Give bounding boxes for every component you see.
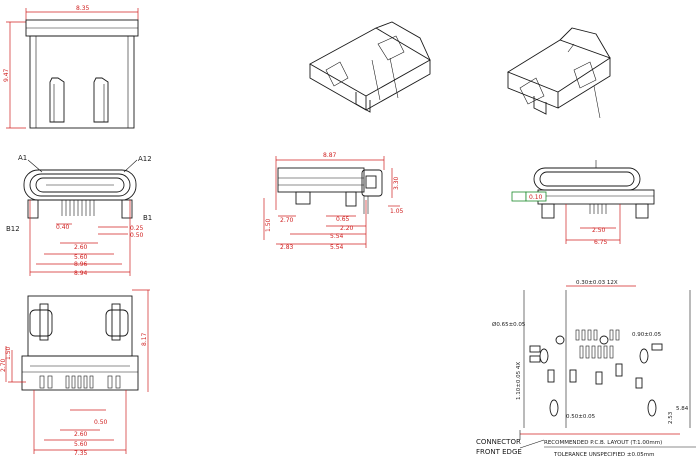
- dim-260: 2.60: [74, 244, 88, 251]
- right-front-view: 0.10 2.50 6.75: [511, 160, 655, 246]
- dim-817: 8.17: [141, 332, 148, 346]
- pcb-layout: 0.30±0.03 12X Ø0.65±0.05 0.90±0.05 1.10±…: [476, 280, 696, 458]
- dim-896: 8.96: [74, 261, 88, 268]
- bottom-left-view: 8.17 1.50 2.70 0.50 2.60 5.60 7.35: [0, 289, 150, 457]
- tol-label: 0.10: [529, 194, 543, 201]
- pcb-253: 2.53: [668, 411, 674, 424]
- dim-894: 8.94: [74, 270, 88, 277]
- dim-560: 5.60: [74, 254, 88, 261]
- dim-040: 0.40: [56, 224, 70, 231]
- top-left-view: 8.35 9.47: [3, 5, 139, 129]
- label-a12: A12: [138, 155, 152, 163]
- dim-065-side: 0.65: [336, 216, 350, 223]
- dim-675-right: 6.75: [594, 239, 608, 246]
- dim-150-left: 1.50: [5, 346, 12, 360]
- isometric-view-2: [507, 27, 612, 119]
- dim-270-side: 2.70: [280, 217, 294, 224]
- width-dim-835: 8.35: [76, 5, 90, 12]
- pcb-width: 0.90±0.05: [632, 332, 662, 338]
- dim-220-side: 2.20: [340, 225, 354, 232]
- dim-270-left: 2.70: [0, 358, 7, 372]
- dim-283-side: 2.83: [280, 244, 294, 251]
- dim-330: 3.30: [393, 176, 400, 190]
- dim-025: 0.25: [130, 225, 144, 232]
- pcb-tolerance: TOLERANCE UNSPECIFIED ±0.05mm: [553, 452, 654, 458]
- dim-050-bottom: 0.50: [94, 419, 108, 426]
- dim-554-side: 5.54: [330, 233, 344, 240]
- height-dim-947: 9.47: [3, 68, 10, 82]
- pcb-pitch: 0.30±0.03 12X: [576, 280, 618, 286]
- label-a1: A1: [18, 154, 27, 162]
- front-edge-label: FRONT EDGE: [476, 448, 522, 456]
- dim-105: 1.05: [390, 208, 404, 215]
- pcb-hole: Ø0.65±0.05: [492, 321, 526, 328]
- pcb-584: 5.84: [676, 406, 689, 412]
- dim-050: 0.50: [130, 232, 144, 239]
- dim-560-bottom: 5.60: [74, 441, 88, 448]
- dim-887: 8.87: [323, 152, 337, 159]
- label-b12: B12: [6, 225, 20, 233]
- dim-735-bottom: 7.35: [74, 450, 88, 457]
- front-pin-view: A1 A12 B12 B1 0.40 0.25 0.50 2.60 5.60: [6, 154, 152, 277]
- connector-label: CONNECTOR: [476, 438, 521, 446]
- isometric-view-1: [309, 21, 431, 113]
- pcb-oval: 1.10±0.05 4X: [516, 362, 522, 400]
- pcb-recommended: RECOMMENDED P.C.B. LAYOUT (T:1.00mm): [544, 440, 662, 446]
- dim-150-side: 1.50: [265, 218, 272, 232]
- side-view: 8.87 3.30 1.05 1.50 2.70 0.65 2.20 5.54 …: [263, 152, 404, 251]
- label-b1: B1: [143, 214, 152, 222]
- dim-250-right: 2.50: [592, 227, 606, 234]
- dim-260-bottom: 2.60: [74, 431, 88, 438]
- dim-554b-side: 5.54: [330, 244, 344, 251]
- pcb-050: 0.50±0.05: [566, 414, 596, 420]
